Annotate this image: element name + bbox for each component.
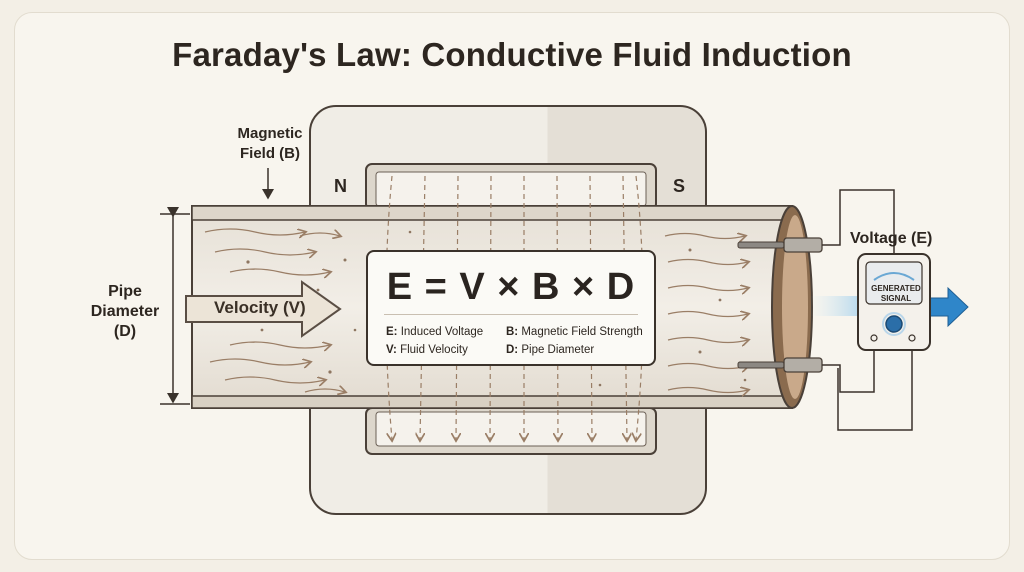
- voltage-label: Voltage (E): [850, 230, 933, 247]
- voltage-meter: [857, 253, 931, 351]
- signal-wires: [822, 189, 913, 431]
- north-pole-label: N: [334, 176, 347, 196]
- equation-divider: [384, 314, 638, 315]
- pipe-diameter-label: Pipe Diameter (D): [90, 283, 160, 340]
- output-arrow-icon: [929, 286, 969, 328]
- south-pole-label: S: [673, 176, 686, 196]
- fluid-flow-lines-right: [664, 234, 748, 393]
- legend-item-b: B: Magnetic Field Strength: [506, 326, 643, 338]
- equation-formula: E = V × B × D: [386, 266, 636, 308]
- fluid-particles: [246, 230, 747, 387]
- legend-item-e: E: Induced Voltage: [386, 326, 484, 338]
- magnetic-field-label: Magnetic Field (B): [237, 125, 303, 162]
- diameter-dimension: [160, 207, 190, 405]
- legend-item-d: D: Pipe Diameter: [506, 344, 595, 356]
- velocity-arrow-icon: [185, 280, 342, 338]
- meter-knob-icon: [885, 315, 903, 333]
- electrodes: [737, 237, 823, 373]
- velocity-label: Velocity (V): [214, 298, 306, 317]
- diagram-title: Faraday's Law: Conductive Fluid Inductio…: [172, 36, 852, 73]
- equation-box: E = V × B × D E: Induced Voltage B: Magn…: [366, 250, 656, 366]
- meter-display-text: GENERATED SIGNAL: [871, 284, 921, 303]
- legend-item-v: V: Fluid Velocity: [386, 344, 468, 356]
- fluid-flow-lines-left: [204, 229, 345, 392]
